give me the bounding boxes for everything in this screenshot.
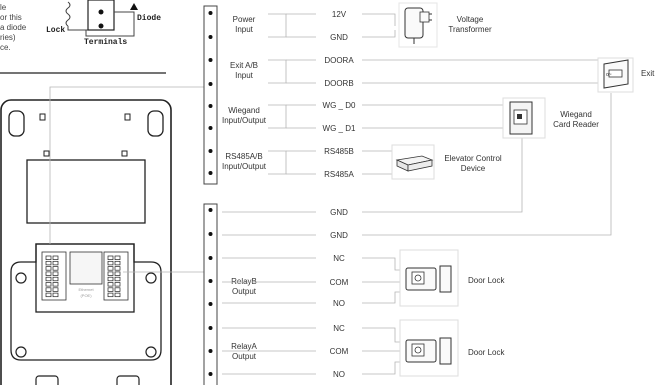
- pin-column-right: [107, 255, 121, 298]
- diode-icon: [130, 3, 138, 10]
- terminal-label: DOORB: [324, 79, 353, 88]
- terminal-screw: [208, 58, 213, 62]
- terminal-screw: [208, 126, 213, 130]
- exit-button: o~ Exit: [597, 57, 655, 93]
- terminal-screw: [208, 349, 213, 353]
- terminal-label: GND: [330, 33, 348, 42]
- terminal-screw: [208, 11, 213, 15]
- terminal-label: GND: [330, 208, 348, 217]
- door-lock-b-label: Door Lock: [468, 276, 505, 285]
- door-lock-b: Door Lock: [399, 249, 505, 307]
- terminal-screw: [208, 171, 213, 175]
- coil-icon: [65, 1, 71, 27]
- terminal-label: NO: [333, 299, 345, 308]
- pin-column-left: [45, 255, 59, 298]
- note-line-2: or this: [0, 13, 22, 22]
- ethernet-chip: [69, 251, 103, 285]
- device-panel: [26, 159, 146, 224]
- terminal-screw: [208, 82, 213, 86]
- terminal-label: DOORA: [324, 56, 354, 65]
- exit-label: Exit: [641, 69, 655, 78]
- terminal-strip-lower: [203, 203, 218, 385]
- note-line-1: le: [0, 3, 7, 12]
- terminal-label: COM: [330, 278, 349, 287]
- terminal-labels: 12V GND DOORA DOORB WG _ D0 WG _ D1 RS485B RS48…: [222, 10, 356, 379]
- svg-text:o~: o~: [606, 72, 612, 78]
- terminals-label: Terminals: [84, 38, 127, 47]
- terminal-label: NO: [333, 370, 345, 379]
- terminal-label: COM: [330, 347, 349, 356]
- terminal-screw: [208, 232, 213, 236]
- terminal-screw: [208, 35, 213, 39]
- terminal-screw: [208, 279, 213, 283]
- terminal-board: [35, 243, 135, 313]
- diode-sketch: Lock Diode Terminals: [46, 0, 161, 47]
- terminal-label: WG _ D0: [323, 101, 356, 110]
- terminal-label: RS485B: [324, 147, 354, 156]
- mount-slot-right: [147, 110, 164, 137]
- terminal-screw: [208, 104, 213, 108]
- terminal-label: GND: [330, 231, 348, 240]
- mount-slot-left: [8, 110, 25, 137]
- terminal-screw: [208, 256, 213, 260]
- door-lock-a: Door Lock: [399, 319, 505, 377]
- terminal-strip-upper: [203, 5, 218, 185]
- note-line-3: a diode: [0, 23, 27, 32]
- ethernet-sublabel: (POE): [80, 293, 92, 298]
- terminal-screw: [208, 208, 213, 212]
- diode-label: Diode: [137, 14, 161, 23]
- note-line-5: ce.: [0, 43, 11, 52]
- terminal-label: NC: [333, 324, 345, 333]
- terminal-screw: [208, 149, 213, 153]
- terminal-label: 12V: [332, 10, 347, 19]
- note-line-4: ries): [0, 33, 16, 42]
- ethernet-label: Ethernet: [78, 287, 94, 292]
- device-body: Ethernet (POE): [0, 99, 172, 385]
- terminal-screw: [208, 302, 213, 306]
- terminal-label: WG _ D1: [323, 124, 356, 133]
- door-lock-a-label: Door Lock: [468, 348, 505, 357]
- terminal-screw: [208, 372, 213, 376]
- lock-label: Lock: [46, 26, 65, 35]
- terminal-label: RS485A: [324, 170, 354, 179]
- terminal-screw: [208, 326, 213, 330]
- wiring-note: le or this a diode ries) ce.: [0, 3, 27, 52]
- terminal-label: NC: [333, 254, 345, 263]
